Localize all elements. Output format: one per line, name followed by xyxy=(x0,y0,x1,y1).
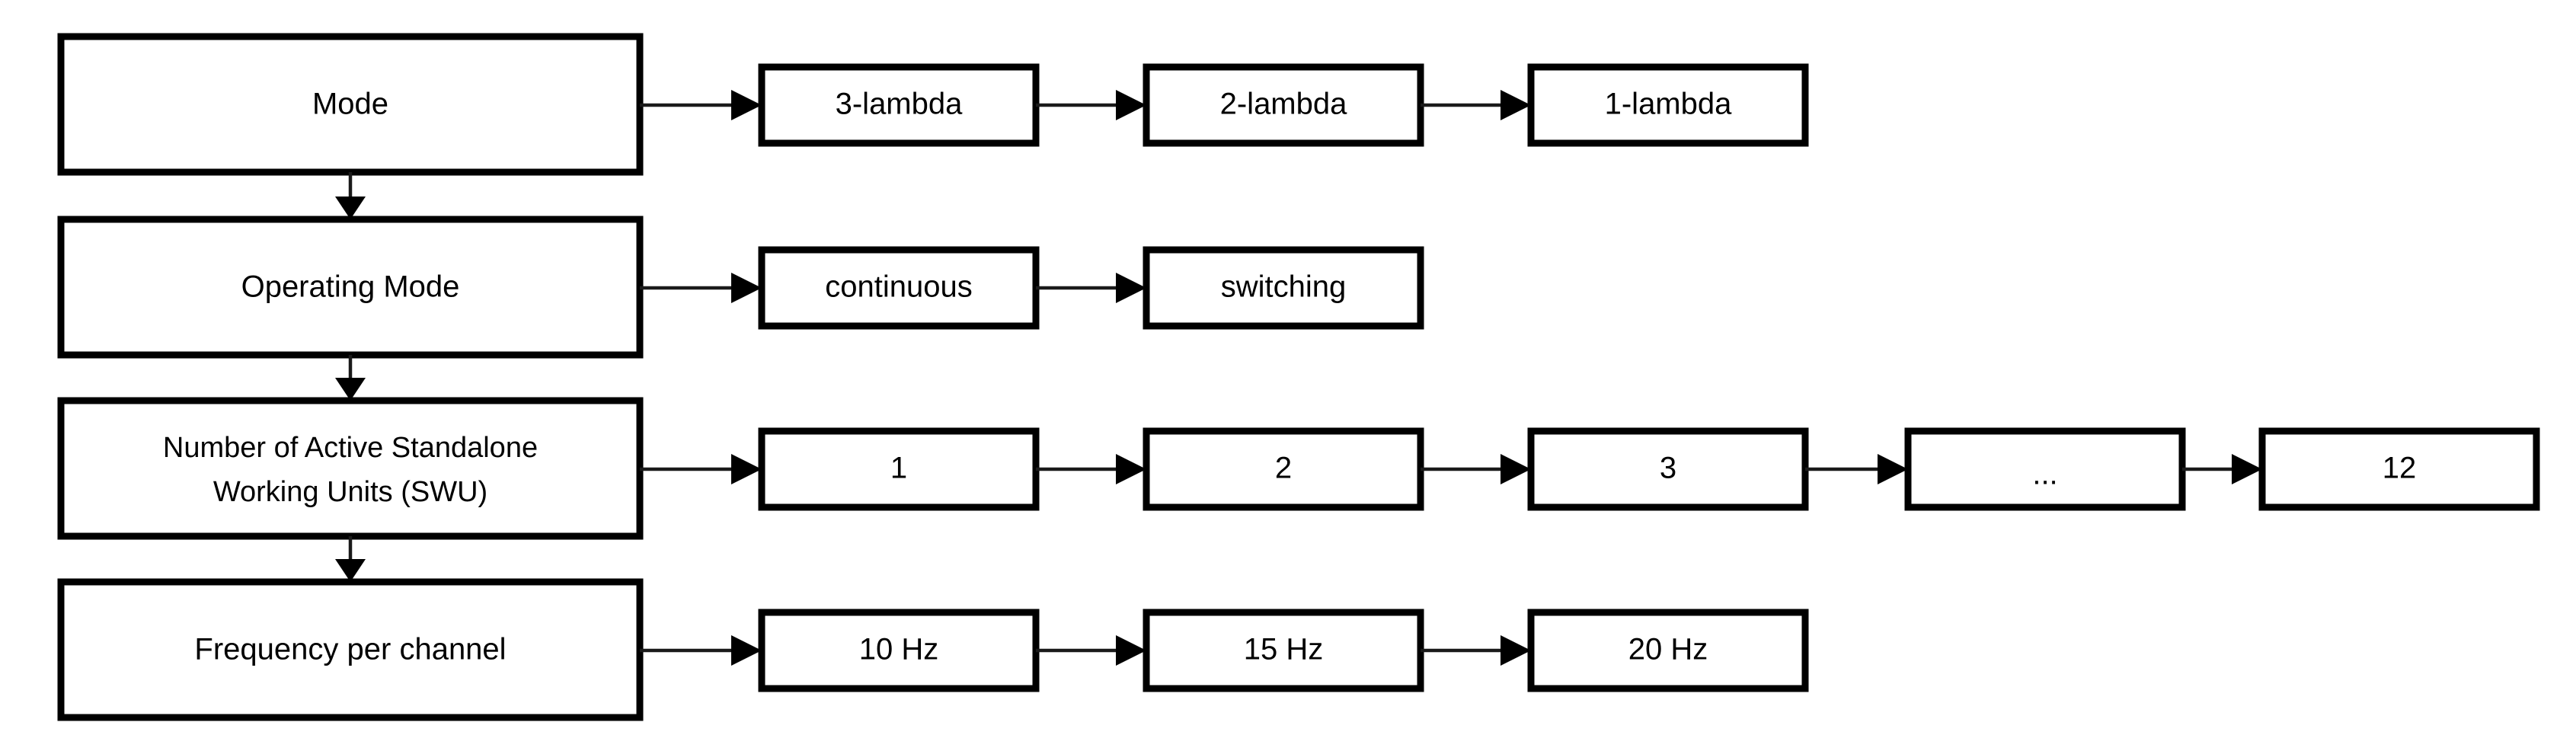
option-box-frequency-20hz[interactable] xyxy=(1527,609,1809,692)
arrow-15hz-to-20hz xyxy=(1421,635,1531,666)
arrow-2-to-3 xyxy=(1421,454,1531,484)
arrow-3-lambda-to-2-lambda xyxy=(1036,90,1146,120)
parameter-label-frequency-per-channel: Frequency per channel xyxy=(194,633,506,666)
arrow-mode-to-operating-mode xyxy=(335,172,366,219)
parameter-label-operating-mode: Operating Mode xyxy=(241,270,460,304)
arrow-ellipsis-to-12 xyxy=(2182,454,2262,484)
option-box-swu-3[interactable] xyxy=(1527,427,1809,511)
arrow-swu-to-frequency xyxy=(335,536,366,582)
parameter-label-mode: Mode xyxy=(312,88,388,121)
option-label-swu-ellipsis: ... xyxy=(2032,458,2057,491)
arrow-frequency-to-10hz xyxy=(640,635,762,666)
option-box-swu-12[interactable] xyxy=(2258,427,2540,511)
option-label-operating-mode-switching: switching xyxy=(1221,270,1347,304)
option-box-operating-mode-switching[interactable] xyxy=(1143,246,1424,330)
option-box-swu-1[interactable] xyxy=(758,427,1040,511)
option-label-mode-3-lambda: 3-lambda xyxy=(836,88,964,121)
arrow-2-lambda-to-1-lambda xyxy=(1421,90,1531,120)
parameter-box-frequency-per-channel[interactable] xyxy=(57,578,644,721)
option-box-swu-2[interactable] xyxy=(1143,427,1424,511)
parameter-box-operating-mode[interactable] xyxy=(57,216,644,359)
arrow-continuous-to-switching xyxy=(1036,273,1146,303)
option-label-swu-2: 2 xyxy=(1275,452,1292,485)
parameter-row-mode: Mode 3-lambda 2-lambda 1-lambda xyxy=(57,33,1809,176)
option-label-mode-1-lambda: 1-lambda xyxy=(1605,88,1733,121)
option-label-frequency-15hz: 15 Hz xyxy=(1244,633,1324,666)
arrow-10hz-to-15hz xyxy=(1036,635,1146,666)
option-label-frequency-10hz: 10 Hz xyxy=(859,633,939,666)
arrow-operating-mode-to-swu xyxy=(335,355,366,401)
option-label-operating-mode-continuous: continuous xyxy=(825,270,972,304)
arrow-3-to-ellipsis xyxy=(1805,454,1908,484)
option-label-swu-12: 12 xyxy=(2383,452,2417,485)
option-box-operating-mode-continuous[interactable] xyxy=(758,246,1040,330)
arrow-mode-to-3-lambda xyxy=(640,90,762,120)
option-box-mode-1-lambda[interactable] xyxy=(1527,63,1809,147)
option-label-swu-3: 3 xyxy=(1660,452,1676,485)
arrow-operating-mode-to-continuous xyxy=(640,273,762,303)
option-box-mode-2-lambda[interactable] xyxy=(1143,63,1424,147)
option-label-mode-2-lambda: 2-lambda xyxy=(1220,88,1348,121)
parameter-box-swu-count[interactable] xyxy=(57,397,644,540)
parameter-row-frequency-per-channel: Frequency per channel 10 Hz 15 Hz 20 Hz xyxy=(57,578,1809,721)
parameter-label-swu-count-line-1: Number of Active Standalone xyxy=(163,432,538,464)
option-box-frequency-15hz[interactable] xyxy=(1143,609,1424,692)
arrow-1-to-2 xyxy=(1036,454,1146,484)
option-label-swu-1: 1 xyxy=(890,452,907,485)
parameter-row-swu-count: Number of Active Standalone Working Unit… xyxy=(57,397,2540,540)
option-label-frequency-20hz: 20 Hz xyxy=(1628,633,1708,666)
parameter-row-operating-mode: Operating Mode continuous switching xyxy=(57,216,1424,359)
parameter-label-swu-count-line-2: Working Units (SWU) xyxy=(213,476,487,508)
arrow-swu-to-1 xyxy=(640,454,762,484)
parameter-box-mode[interactable] xyxy=(57,33,644,176)
